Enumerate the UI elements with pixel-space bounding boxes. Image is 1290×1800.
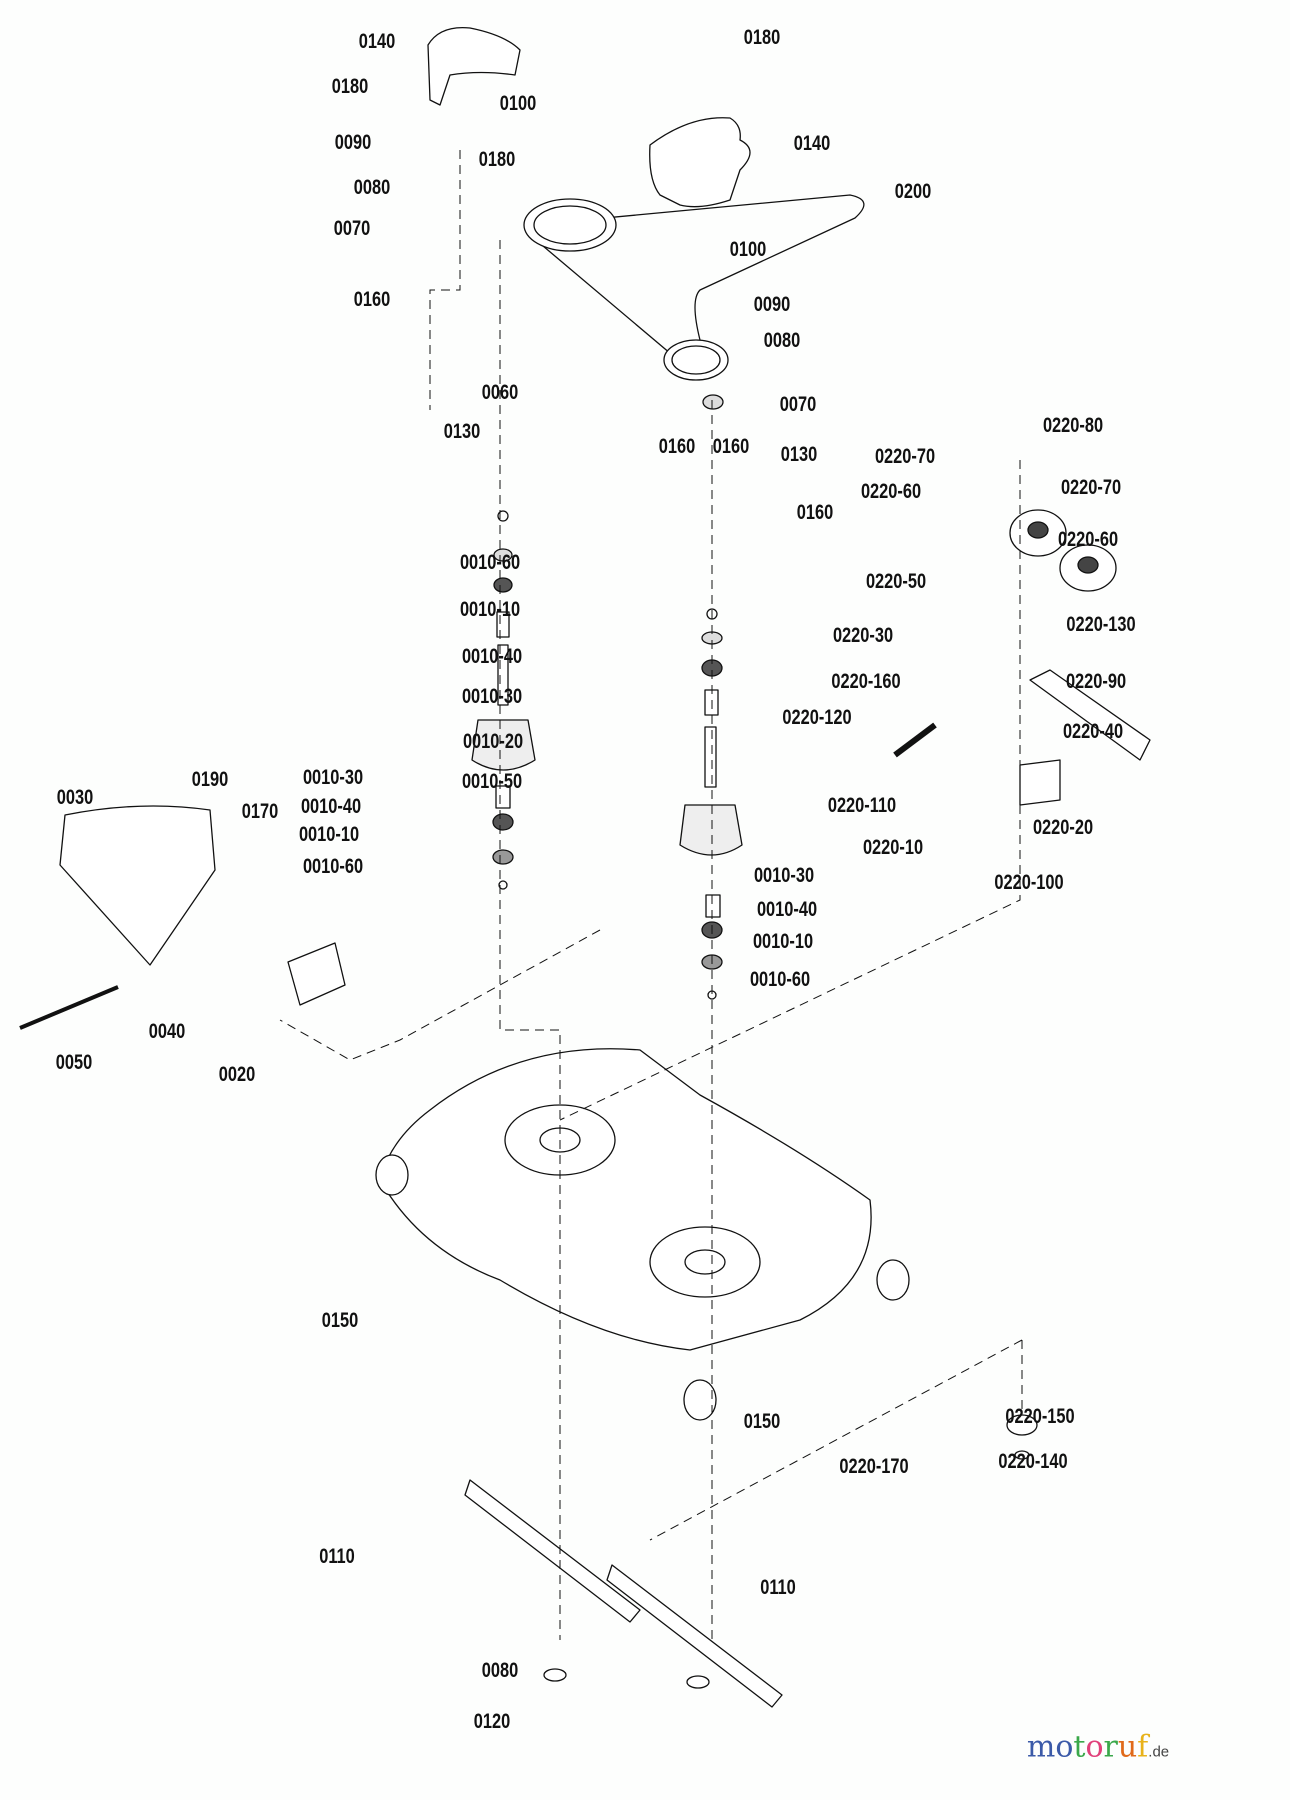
part-callout-0010-30-b[interactable]: 0010-30 [302,766,364,789]
part-callout-0180-c[interactable]: 0180 [478,148,516,171]
part-callout-0180-b[interactable]: 0180 [743,26,781,49]
logo-letter: u [1117,1729,1138,1765]
part-callout-0220-50[interactable]: 0220-50 [865,570,927,593]
part-callout-0010-10-a[interactable]: 0010-10 [459,598,521,621]
logo-tld: .de [1148,1743,1170,1761]
chute-bracket [287,942,346,1006]
part-callout-0110-a[interactable]: 0110 [319,1545,355,1568]
part-callout-0120[interactable]: 0120 [473,1710,511,1733]
part-callout-0220-170[interactable]: 0220-170 [839,1455,909,1478]
part-callout-0220-160[interactable]: 0220-160 [831,670,901,693]
part-callout-0220-10[interactable]: 0220-10 [862,836,924,859]
logo-letter: t [1073,1729,1086,1765]
part-callout-0010-40-a[interactable]: 0010-40 [461,645,523,668]
chute-rod [19,985,119,1030]
belt-cover-right [649,117,751,208]
part-callout-0190[interactable]: 0190 [191,768,229,791]
part-callout-0150-a[interactable]: 0150 [321,1309,359,1332]
spindle-right [679,394,743,1000]
part-callout-0110-b[interactable]: 0110 [760,1576,796,1599]
part-callout-0180-a[interactable]: 0180 [331,75,369,98]
part-callout-0170[interactable]: 0170 [241,800,279,823]
belt-cover-left [427,26,521,106]
part-callout-0140-b[interactable]: 0140 [793,132,831,155]
part-callout-0220-110[interactable]: 0220-110 [827,794,897,817]
part-callout-0070-b[interactable]: 0070 [779,393,817,416]
part-callout-0010-40-b[interactable]: 0010-40 [300,795,362,818]
part-callout-0200[interactable]: 0200 [894,180,932,203]
part-callout-0010-60-a[interactable]: 0010-60 [459,551,521,574]
part-callout-0160-c[interactable]: 0160 [712,435,750,458]
blade-right [606,1564,783,1708]
part-callout-0010-20[interactable]: 0010-20 [462,730,524,753]
part-callout-0220-80[interactable]: 0220-80 [1042,414,1104,437]
part-callout-0220-100[interactable]: 0220-100 [994,871,1064,894]
mower-deck [379,1048,872,1351]
part-callout-0010-60-b[interactable]: 0010-60 [302,855,364,878]
part-callout-0070-a[interactable]: 0070 [333,217,371,240]
part-callout-0150-b[interactable]: 0150 [743,1410,781,1433]
part-callout-0010-10-b[interactable]: 0010-10 [298,823,360,846]
part-callout-0160-d[interactable]: 0160 [796,501,834,524]
part-callout-0020[interactable]: 0020 [218,1063,256,1086]
part-callout-0010-30-c[interactable]: 0010-30 [753,864,815,887]
drive-belt [529,194,865,371]
logo-letter: m [1026,1729,1056,1765]
part-callout-0220-90[interactable]: 0220-90 [1065,670,1127,693]
pulley-left [523,198,617,252]
part-callout-0060[interactable]: 0060 [481,381,519,404]
part-callout-0220-40[interactable]: 0220-40 [1062,720,1124,743]
part-callout-0010-60-c[interactable]: 0010-60 [749,968,811,991]
part-callout-0010-40-c[interactable]: 0010-40 [756,898,818,921]
part-callout-0090-b[interactable]: 0090 [753,293,791,316]
part-callout-0220-70-b[interactable]: 0220-70 [1060,476,1122,499]
part-callout-0090-a[interactable]: 0090 [334,131,372,154]
part-callout-0220-150[interactable]: 0220-150 [1005,1405,1075,1428]
deck-wheel [375,1154,409,1196]
washer [1006,1414,1038,1436]
part-callout-0130-a[interactable]: 0130 [443,420,481,443]
part-callout-0100-a[interactable]: 0100 [499,92,537,115]
deck-wheel [683,1379,717,1421]
blade-left [464,1479,641,1623]
part-callout-0030[interactable]: 0030 [56,786,94,809]
part-callout-0220-20[interactable]: 0220-20 [1032,816,1094,839]
logo-letter: o [1055,1729,1074,1765]
part-callout-0050[interactable]: 0050 [55,1051,93,1074]
part-callout-0220-70-a[interactable]: 0220-70 [874,445,936,468]
part-callout-0220-130[interactable]: 0220-130 [1066,613,1136,636]
logo-letter: o [1085,1729,1104,1765]
part-callout-0220-60-a[interactable]: 0220-60 [860,480,922,503]
idler-assembly [893,509,1151,806]
part-callout-0220-30[interactable]: 0220-30 [832,624,894,647]
part-callout-0220-140[interactable]: 0220-140 [998,1450,1068,1473]
part-callout-0130-b[interactable]: 0130 [780,443,818,466]
part-callout-0040[interactable]: 0040 [148,1020,186,1043]
part-callout-0140-a[interactable]: 0140 [358,30,396,53]
motoruf-watermark-logo: motoruf.de [1027,1730,1169,1765]
part-callout-0220-60-b[interactable]: 0220-60 [1057,528,1119,551]
part-callout-0080-c[interactable]: 0080 [481,1659,519,1682]
part-callout-0220-120[interactable]: 0220-120 [782,706,852,729]
part-callout-0160-a[interactable]: 0160 [353,288,391,311]
deck-wheel [876,1259,910,1301]
part-callout-0100-b[interactable]: 0100 [729,238,767,261]
part-callout-0010-30-a[interactable]: 0010-30 [461,685,523,708]
part-callout-0010-10-c[interactable]: 0010-10 [752,930,814,953]
logo-letter: r [1103,1729,1118,1765]
part-callout-0080-b[interactable]: 0080 [763,329,801,352]
part-callout-0160-b[interactable]: 0160 [658,435,696,458]
part-callout-0010-50[interactable]: 0010-50 [461,770,523,793]
logo-letter: f [1137,1729,1149,1765]
part-callout-0080-a[interactable]: 0080 [353,176,391,199]
discharge-chute [59,805,216,966]
